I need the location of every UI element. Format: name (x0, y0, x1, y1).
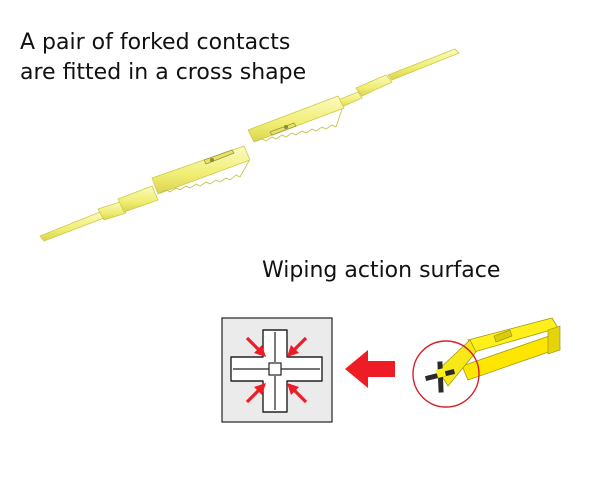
closeup-tail-end (547, 325, 561, 355)
cross-section-inset (221, 317, 333, 423)
contact-upper-slot-hole (284, 125, 288, 129)
title-line-2: are fitted in a cross shape (20, 60, 307, 85)
contact-lower-body (151, 145, 251, 195)
closeup-cross-highlight (436, 368, 446, 378)
contact-closeup (412, 317, 561, 408)
wiping-action-label: Wiping action surface (262, 258, 501, 283)
arrow-bottom-right (287, 383, 308, 404)
arrow-top-left (245, 336, 266, 357)
wiping-arrows (245, 336, 308, 404)
title-line-1: A pair of forked contacts (20, 30, 291, 55)
contact-lower-rear-block (117, 185, 159, 213)
contact-upper-right (247, 48, 460, 143)
pointer-arrow (345, 350, 395, 388)
contact-lower-tail (39, 211, 105, 242)
contact-upper-rear-block (355, 74, 393, 97)
highlight-circle (412, 340, 480, 408)
arrow-top-right (287, 336, 308, 357)
closeup-ridge (493, 329, 513, 343)
arrow-bottom-left (245, 383, 266, 404)
contact-upper-tail (387, 48, 460, 81)
contact-lower-taper (97, 201, 127, 221)
diagram-title: A pair of forked contacts are fitted in … (20, 28, 340, 88)
contact-upper-body (247, 95, 345, 143)
cross-center-square (268, 362, 282, 376)
contact-upper-serration (255, 108, 343, 142)
contact-lower-left (39, 145, 251, 242)
contact-lower-serration (159, 160, 250, 194)
contact-lower-slot-hole (210, 158, 214, 162)
